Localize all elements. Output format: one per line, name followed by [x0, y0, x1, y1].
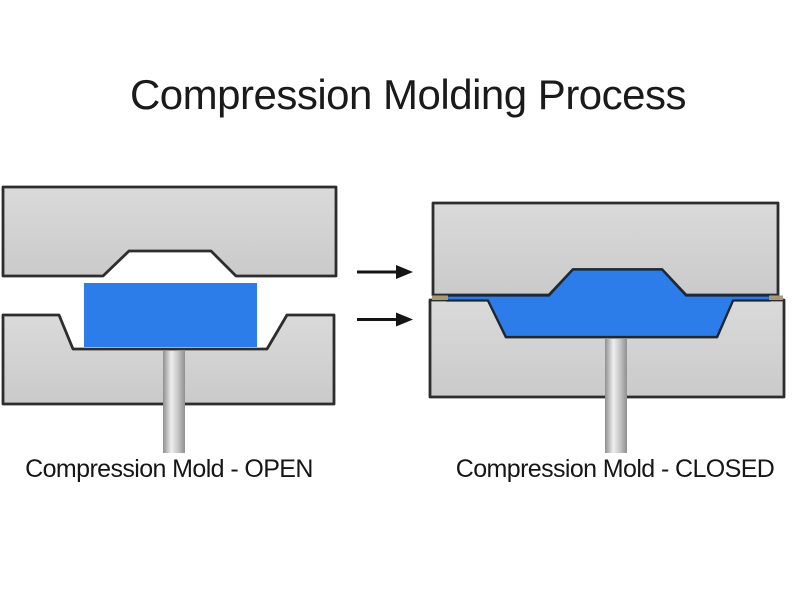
ejector-rod-open [163, 351, 185, 453]
arrow-right-icon [357, 312, 413, 327]
parting-line-flash-right [769, 295, 783, 300]
upper-mold-plate-open [1, 185, 338, 278]
parting-line-flash-left [432, 295, 448, 300]
ejector-rod-closed [605, 339, 627, 453]
page-title: Compression Molding Process [129, 71, 687, 118]
closed-mold-diagram [428, 201, 786, 453]
closed-mold-label: Compression Mold - CLOSED [455, 455, 775, 483]
molded-part-material [445, 268, 772, 339]
arrow-right-icon [357, 265, 413, 279]
material-charge-block [84, 283, 257, 347]
open-mold-diagram [1, 185, 338, 453]
transition-arrows [357, 265, 413, 327]
open-mold-label: Compression Mold - OPEN [25, 455, 313, 483]
